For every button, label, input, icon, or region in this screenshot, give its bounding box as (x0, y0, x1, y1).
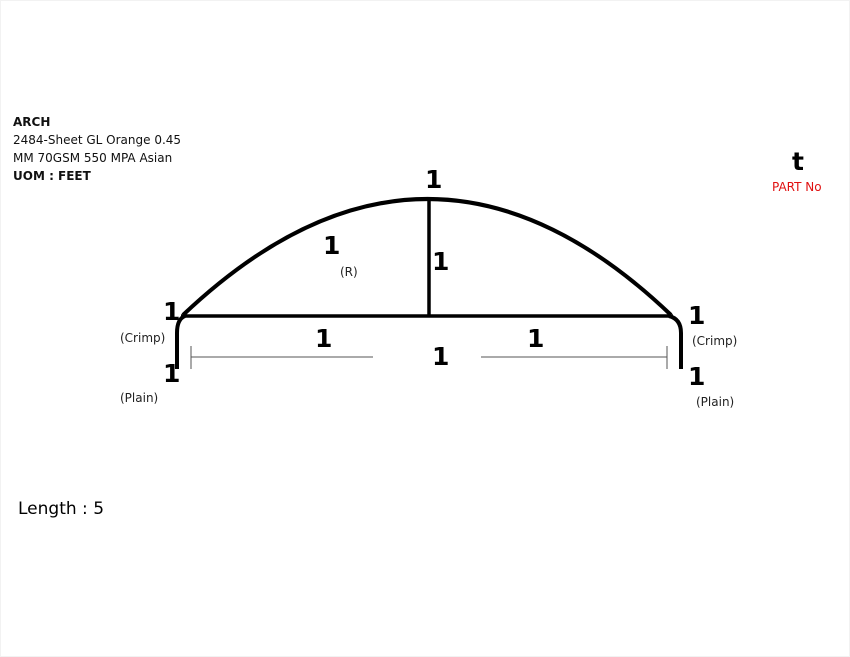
right-plain-label: (Plain) (696, 395, 735, 409)
rise-dimension: 1 (432, 247, 450, 276)
arch-height-dimension: 1 (425, 165, 443, 194)
left-plain-dimension: 1 (163, 359, 181, 388)
length-label: Length : (18, 499, 88, 519)
right-crimp-label: (Crimp) (692, 334, 738, 348)
right-plain-dimension: 1 (688, 362, 706, 391)
total-span-dimension: 1 (432, 342, 450, 371)
length-value: 5 (93, 499, 105, 519)
left-leg (175, 314, 186, 369)
arch-curve (181, 197, 673, 317)
product-type-title: ARCH (13, 115, 51, 129)
length-row: Length : 5 (18, 499, 104, 519)
radius-dimension: 1 (323, 231, 341, 260)
half-span-right-dimension: 1 (527, 324, 545, 353)
product-description-line2: MM 70GSM 550 MPA Asian (13, 151, 173, 165)
part-number-label: PART No (772, 180, 822, 194)
uom-label: UOM : FEET (13, 169, 91, 183)
left-crimp-dimension: 1 (163, 297, 181, 326)
right-leg (668, 314, 683, 369)
half-span-left-dimension: 1 (315, 324, 333, 353)
part-number-value: t (792, 147, 804, 176)
product-description-line1: 2484-Sheet GL Orange 0.45 (13, 133, 182, 147)
right-crimp-dimension: 1 (688, 301, 706, 330)
left-crimp-label: (Crimp) (120, 331, 166, 345)
radius-label: (R) (340, 265, 358, 279)
left-plain-label: (Plain) (120, 391, 159, 405)
